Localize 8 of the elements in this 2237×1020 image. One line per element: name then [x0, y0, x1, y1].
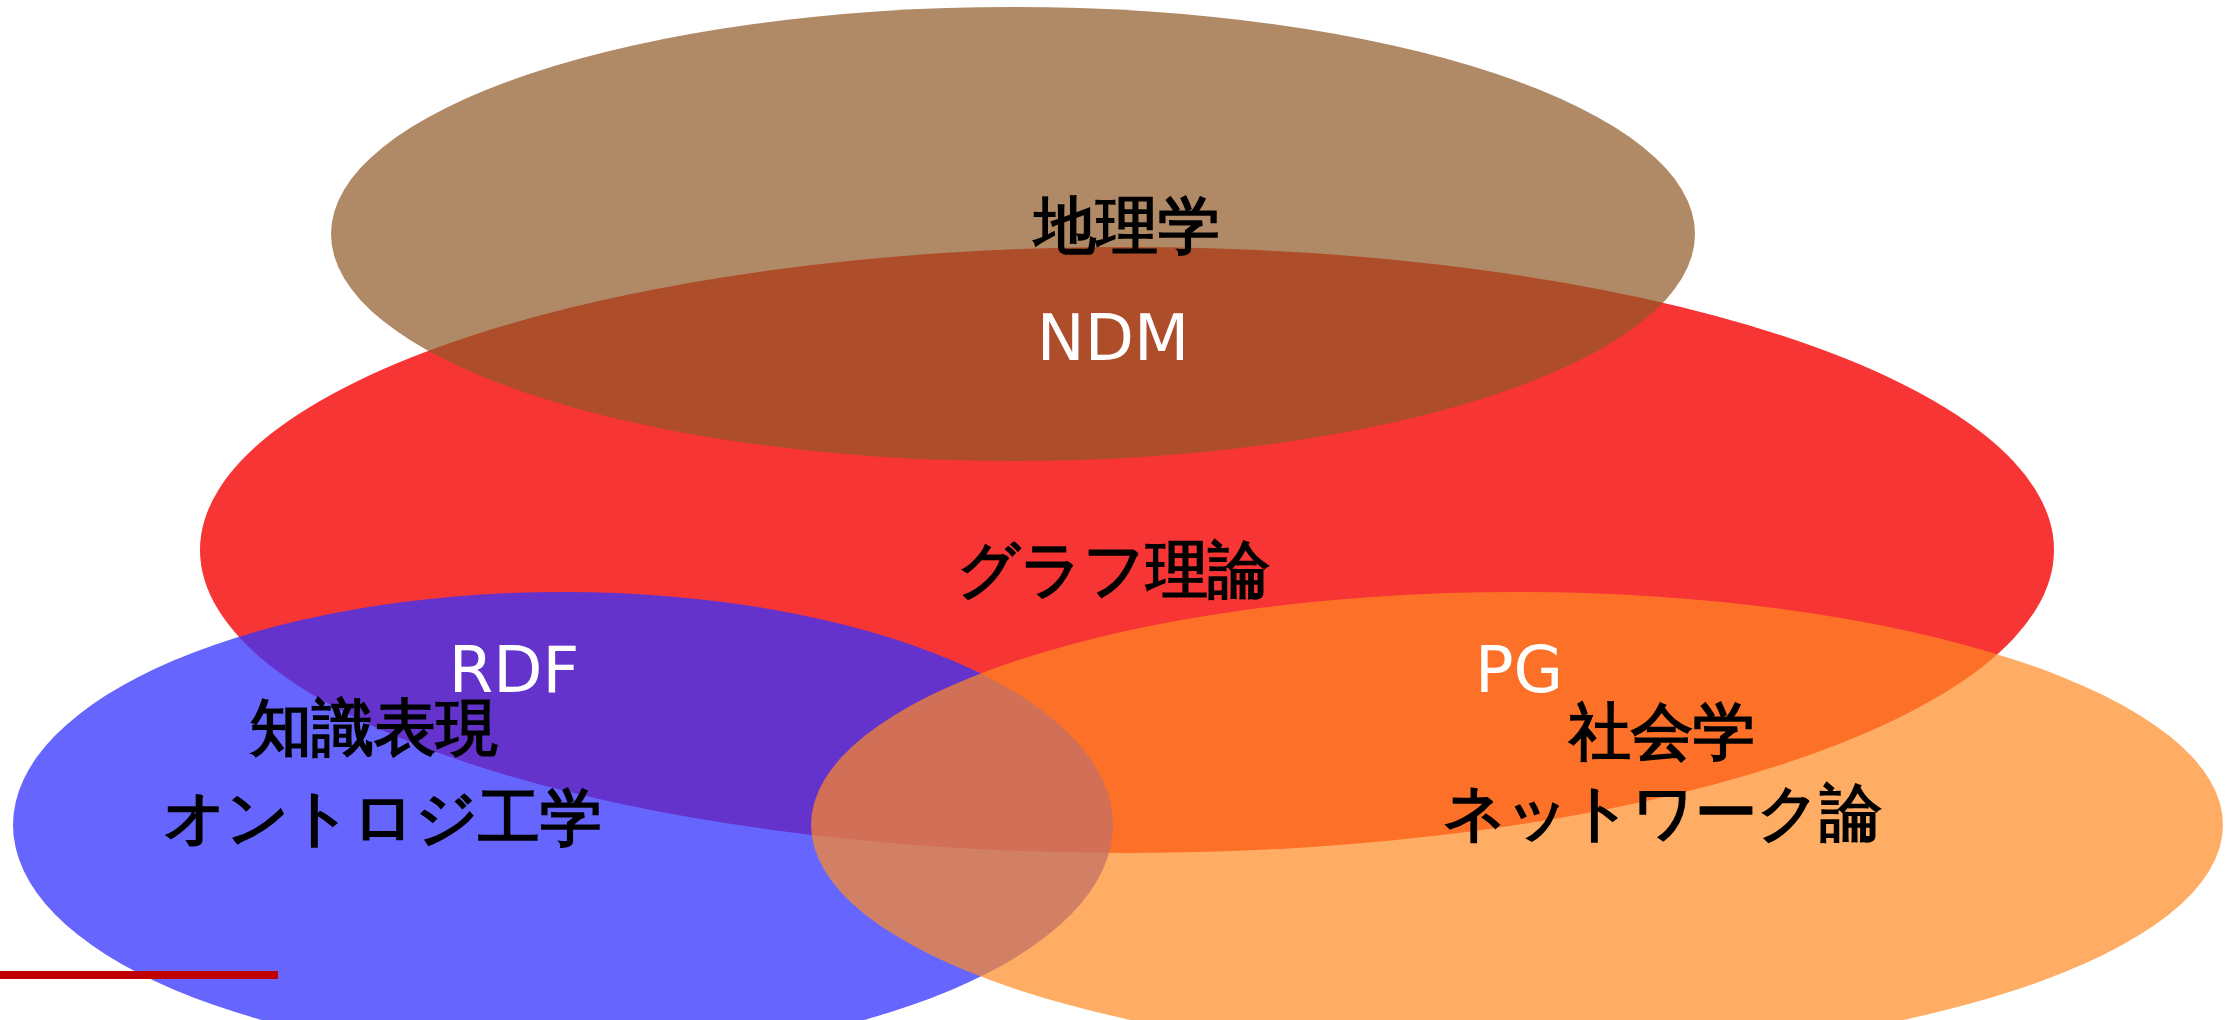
ellipse [331, 7, 1695, 461]
ellipse-label: ネットワーク論 [1442, 778, 1882, 848]
ellipse-label: グラフ理論 [956, 535, 1270, 605]
ellipse-label: オントロジ工学 [162, 783, 602, 853]
ellipse-label: 社会学 [1569, 697, 1755, 767]
ellipse-label: 地理学 [1034, 191, 1220, 261]
overlap-label: PG [1474, 634, 1564, 706]
overlap-label: NDM [1036, 302, 1190, 374]
